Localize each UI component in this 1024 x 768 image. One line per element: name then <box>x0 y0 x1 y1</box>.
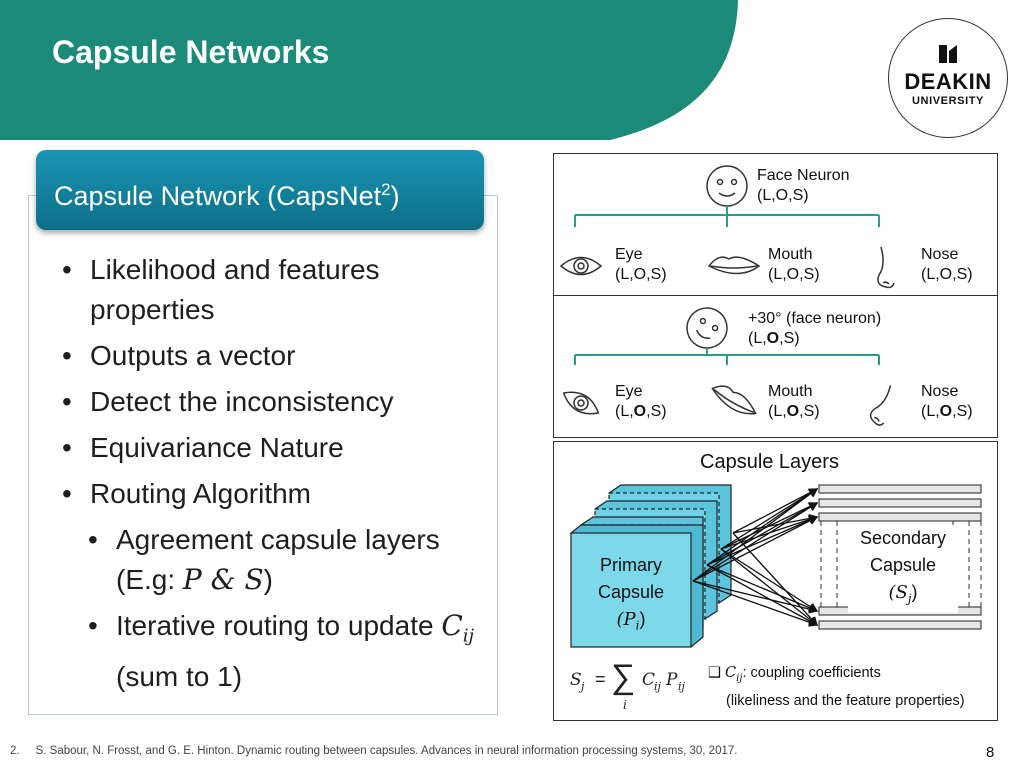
bullet-item: Outputs a vector <box>62 336 492 376</box>
eye-label: Eye(L,O,S) <box>615 246 667 283</box>
routing-arrows <box>692 488 819 627</box>
footnote-number: 2. <box>10 745 20 757</box>
mouth-label: Mouth(L,O,S) <box>768 246 820 283</box>
eq-sum: ∑ <box>611 658 636 696</box>
primary-capsule-stack <box>570 484 732 648</box>
math-cij-sub: ij <box>462 625 475 647</box>
rotated-face-label: +30° (face neuron)(L,O,S) <box>748 310 882 347</box>
footnote: 2. S. Sabour, N. Frosst, and G. E. Hinton… <box>10 745 737 757</box>
sub-bullet-text: Iterative routing to update <box>116 610 442 641</box>
capsule-layers-drawing <box>570 484 982 648</box>
bullet-item: Detect the inconsistency <box>62 382 492 422</box>
sub-bullet-iterative: Iterative routing to update Cij (sum to … <box>88 606 492 697</box>
sub-bullet-text: ) <box>263 564 273 595</box>
panel-header-sup: 2 <box>381 180 391 199</box>
bullet-list: Likelihood and features properties Outpu… <box>62 250 492 703</box>
eq-term2-sub: ij <box>678 680 685 693</box>
deakin-logo-icon <box>939 45 957 63</box>
bullet-item: Equivariance Nature <box>62 428 492 468</box>
face-icon-rotated <box>686 307 728 349</box>
eye-label-rotated: Eye(L,O,S) <box>615 383 667 420</box>
footnote-text: S. Sabour, N. Frosst, and G. E. Hinton. … <box>35 745 738 757</box>
slide-title: Capsule Networks <box>52 34 330 70</box>
routing-equation: S j = ∑ i C ij P ij <box>570 658 700 720</box>
nose-label: Nose(L,O,S) <box>921 246 973 283</box>
logo-name: DEAKIN <box>904 69 992 94</box>
eq-equals: = <box>595 669 606 689</box>
sub-bullet-text: (sum to 1) <box>116 660 243 692</box>
bullet-item: Likelihood and features properties <box>62 250 492 330</box>
eq-lhs-sub: j <box>581 680 585 693</box>
tree-connector <box>574 206 880 227</box>
sub-bullet-text: Agreement capsule layers (E.g: <box>116 524 440 595</box>
face-diagram-drawing <box>559 165 895 426</box>
sub-bullet-agreement: Agreement capsule layers (E.g: P & S) <box>88 520 492 600</box>
face-neuron-label: Face Neuron(L,O,S) <box>757 167 850 204</box>
eq-term-sub: ij <box>654 680 661 693</box>
mouth-icon <box>707 256 761 275</box>
eye-icon-rotated <box>562 391 600 415</box>
nose-label-rotated: Nose(L,O,S) <box>921 383 973 420</box>
nose-icon-rotated <box>869 385 892 426</box>
panel-header-close: ) <box>390 181 400 211</box>
page-number: 8 <box>986 744 995 761</box>
tree-connector-rotated <box>574 348 880 365</box>
bullet-item: Routing Algorithm <box>62 474 492 514</box>
face-diagram-bottom <box>553 295 998 438</box>
deakin-logo: DEAKIN UNIVERSITY <box>888 18 1008 138</box>
checkbox-bullet-icon: ❑ <box>708 665 721 681</box>
eye-icon <box>559 256 603 276</box>
face-diagram-top <box>553 153 998 296</box>
eq-term: C <box>642 670 656 690</box>
capsule-layers-title: Capsule Layers <box>700 451 839 473</box>
math-p-and-s: P & S <box>182 563 264 596</box>
header-banner <box>0 0 738 140</box>
eq-lhs: S <box>570 670 582 690</box>
face-icon <box>706 165 748 207</box>
mouth-icon-rotated <box>711 385 757 415</box>
nose-icon <box>877 246 895 289</box>
eq-sum-index: i <box>623 698 627 712</box>
panel-header: Capsule Network (CapsNet2) <box>36 150 484 230</box>
mouth-label-rotated: Mouth(L,O,S) <box>768 383 820 420</box>
secondary-capsule-label: Secondary Capsule (Sj) <box>848 525 958 613</box>
primary-capsule-label: Primary Capsule (Pi) <box>597 555 665 633</box>
eq-term2: P <box>666 670 678 690</box>
coupling-note: ❑ Cij: coupling coefficients (likeliness… <box>708 665 965 709</box>
logo-subtitle: UNIVERSITY <box>911 95 984 107</box>
panel-header-text: Capsule Network (CapsNet <box>54 181 382 211</box>
math-cij: C <box>441 609 463 642</box>
